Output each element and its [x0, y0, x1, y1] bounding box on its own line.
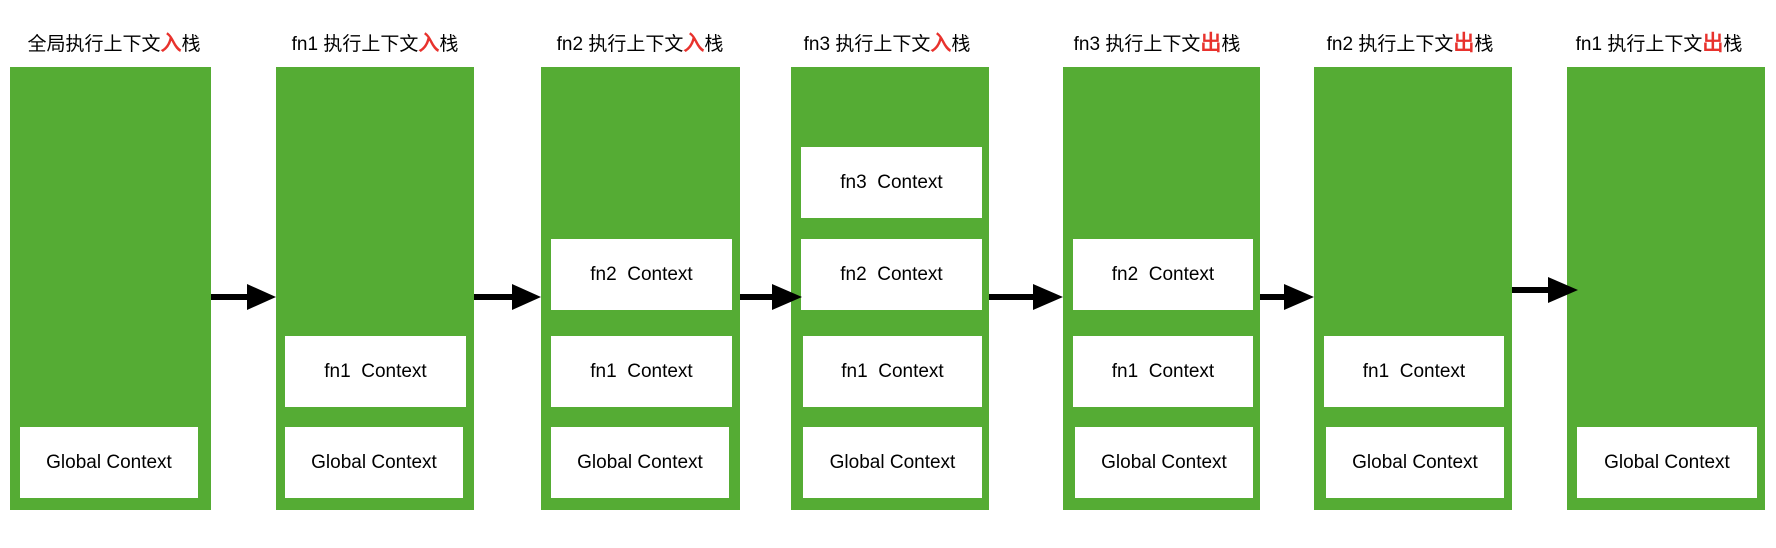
stage-title-text: 全局执行上下文	[27, 34, 161, 55]
transition-arrow-2	[474, 284, 541, 310]
stage-title-text: fn1 执行上下文	[291, 34, 419, 55]
stage-title-text: fn3 执行上下文	[803, 34, 931, 55]
stage-title-text: fn2 执行上下文	[556, 34, 684, 55]
stack-frame-global: Global Context	[1326, 427, 1504, 498]
stage-title-stack-word: 栈	[1221, 34, 1241, 55]
stage-title-stack-word: 栈	[951, 34, 971, 55]
transition-arrow-5	[1260, 284, 1314, 310]
stage-5-stack: fn2 Context fn1 Context Global Context	[1063, 67, 1260, 510]
stack-frame-fn1: fn1 Context	[551, 336, 732, 407]
transition-arrow-6	[1512, 277, 1578, 303]
stack-frame-fn1: fn1 Context	[285, 336, 466, 407]
stage-1-stack: Global Context	[10, 67, 211, 510]
stage-title-stack-word: 栈	[181, 34, 201, 55]
stage-6-stack: fn1 Context Global Context	[1314, 67, 1512, 510]
transition-arrow-1	[211, 284, 276, 310]
stack-frame-fn2: fn2 Context	[1073, 239, 1253, 310]
stage-title-stack-word: 栈	[1474, 34, 1494, 55]
stage-title-action: 入	[683, 32, 705, 55]
stage-3-stack: fn2 Context fn1 Context Global Context	[541, 67, 740, 510]
stack-frame-global: Global Context	[1075, 427, 1253, 498]
stage-title-stack-word: 栈	[1723, 34, 1743, 55]
stage-title-action: 出	[1453, 32, 1475, 55]
stage-title-stack-word: 栈	[704, 34, 724, 55]
stack-frame-global: Global Context	[551, 427, 729, 498]
stage-6-title: fn2 执行上下文出栈	[1327, 28, 1494, 60]
stack-frame-global: Global Context	[1577, 427, 1757, 498]
stage-title-action: 入	[930, 32, 952, 55]
stage-4-title: fn3 执行上下文入栈	[804, 28, 971, 60]
stack-frame-fn1: fn1 Context	[1324, 336, 1504, 407]
transition-arrow-3	[740, 284, 802, 310]
stack-frame-global: Global Context	[20, 427, 198, 498]
stage-2-stack: fn1 Context Global Context	[276, 67, 474, 510]
stage-title-action: 出	[1200, 32, 1222, 55]
stage-7-title: fn1 执行上下文出栈	[1576, 28, 1743, 60]
stage-4-stack: fn3 Context fn2 Context fn1 Context Glob…	[791, 67, 989, 510]
stack-frame-fn1: fn1 Context	[1073, 336, 1253, 407]
stage-title-text: fn3 执行上下文	[1073, 34, 1201, 55]
transition-arrow-4	[989, 284, 1063, 310]
stack-frame-global: Global Context	[285, 427, 463, 498]
stage-2-title: fn1 执行上下文入栈	[292, 28, 459, 60]
stage-1-title: 全局执行上下文入栈	[27, 28, 200, 60]
stack-frame-fn1: fn1 Context	[803, 336, 982, 407]
stack-frame-fn2: fn2 Context	[801, 239, 982, 310]
stack-frame-global: Global Context	[803, 427, 982, 498]
stage-title-action: 入	[160, 32, 182, 55]
stage-5-title: fn3 执行上下文出栈	[1074, 28, 1241, 60]
stage-3-title: fn2 执行上下文入栈	[557, 28, 724, 60]
stage-title-text: fn2 执行上下文	[1326, 34, 1454, 55]
stage-title-action: 入	[418, 32, 440, 55]
stage-title-action: 出	[1702, 32, 1724, 55]
stage-title-stack-word: 栈	[439, 34, 459, 55]
stack-frame-fn2: fn2 Context	[551, 239, 732, 310]
stage-title-text: fn1 执行上下文	[1575, 34, 1703, 55]
stage-7-stack: Global Context	[1567, 67, 1765, 510]
stack-frame-fn3: fn3 Context	[801, 147, 982, 218]
